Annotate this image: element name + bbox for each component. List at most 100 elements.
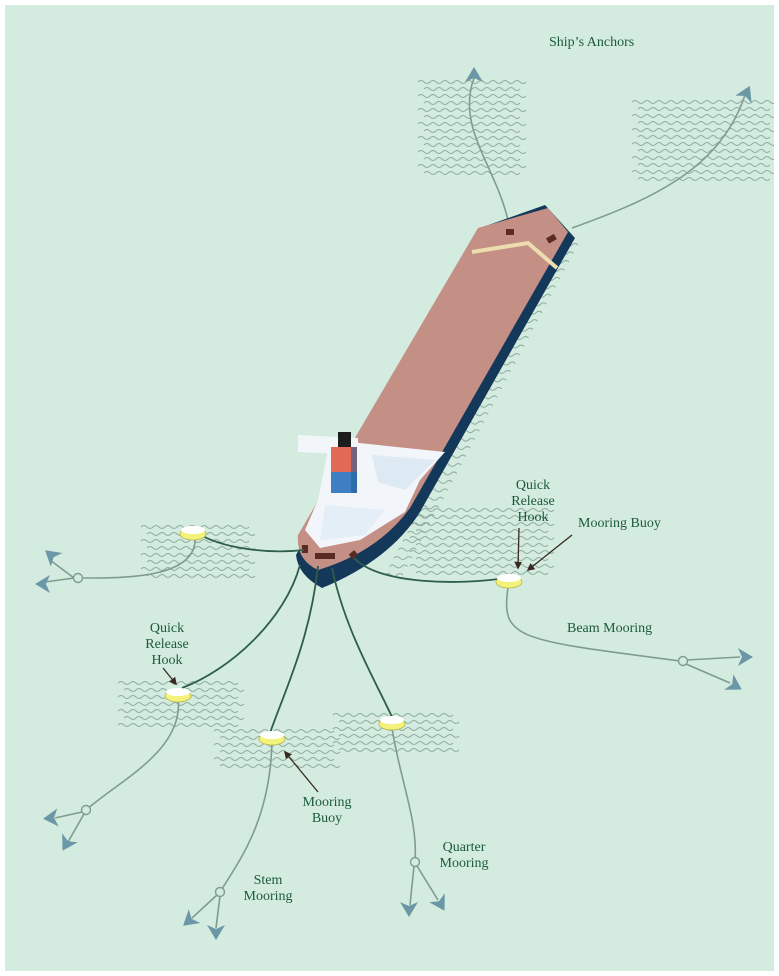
sea-background: [5, 5, 774, 971]
anchor-icon: [43, 808, 59, 827]
anchor-chain: [219, 741, 273, 893]
anchor-chain: [67, 813, 85, 843]
buoy-top: [260, 731, 284, 739]
anchor-chain: [44, 577, 75, 583]
anchor-chain: [85, 696, 180, 811]
label-line: Quarter: [442, 840, 486, 855]
anchor-chain: [215, 895, 221, 929]
pointer-arrow: [284, 750, 319, 793]
beam-mooring-label: Beam Mooring: [567, 621, 653, 636]
anchor-chain: [49, 559, 75, 579]
anchor-icon: [465, 67, 483, 82]
wave-line: [123, 702, 245, 706]
pointer-arrow: [526, 534, 573, 571]
wave-line: [409, 508, 555, 512]
wave-line: [117, 681, 239, 685]
wave-line: [423, 115, 521, 119]
anchor-fluke: [62, 833, 78, 851]
buoy-top: [166, 688, 190, 696]
anchor-fluke: [724, 674, 742, 690]
funnel-top: [338, 432, 351, 447]
pointer-arrow: [514, 527, 523, 570]
anchor-fluke: [400, 902, 418, 917]
wave-line: [415, 515, 549, 519]
label-line: Hook: [517, 510, 549, 525]
label-line: Release: [511, 494, 555, 509]
wave-line: [417, 136, 527, 140]
mooring-buoy-icon: [495, 574, 523, 589]
anchor-icon: [62, 833, 78, 851]
anchor-icon: [183, 909, 201, 926]
deck-house: [320, 505, 385, 540]
anchor-fluke: [738, 648, 753, 666]
anchor-shackle: [80, 804, 92, 816]
wave-line: [411, 522, 431, 527]
wave-line: [423, 171, 521, 175]
label-line: Release: [145, 637, 189, 652]
label-line: Quick: [149, 621, 185, 636]
bow-fitting: [506, 229, 514, 235]
anchor-chain: [416, 865, 439, 901]
wave-line: [415, 571, 549, 575]
anchor-fluke: [207, 925, 225, 940]
wave-line: [637, 107, 771, 111]
quarter-mooring-label: Quarter Mooring: [428, 840, 500, 872]
wave-line: [338, 734, 460, 738]
buoy-top: [380, 716, 404, 724]
mooring-buoy-label-bottom: Mooring Buoy: [291, 795, 363, 827]
mooring-buoy-icon: [164, 688, 192, 703]
anchor-icon: [724, 674, 742, 690]
wave-line: [423, 143, 521, 147]
mooring-hawser: [181, 564, 301, 689]
label-line: Hook: [151, 653, 183, 668]
wave-line: [332, 741, 454, 745]
mooring-hawser: [269, 565, 319, 734]
anchor-icon: [735, 85, 752, 104]
anchor-fluke: [183, 909, 201, 926]
wave-line: [409, 522, 555, 526]
wave-line: [417, 94, 527, 98]
wave-line: [123, 716, 245, 720]
anchor-chain: [77, 534, 196, 579]
wave-line: [140, 553, 250, 557]
wave-line: [393, 556, 413, 561]
wave-line: [417, 164, 527, 168]
wave-line: [631, 114, 774, 118]
label-line: Mooring: [439, 856, 489, 871]
anchor-icon: [45, 550, 63, 567]
wave-line: [213, 729, 335, 733]
anchors: [35, 67, 753, 940]
mooring-hawser: [353, 557, 507, 583]
wave-line: [631, 170, 774, 174]
anchor-icon: [207, 925, 225, 940]
mooring-buoy-icon: [378, 716, 406, 731]
wave-line: [637, 121, 771, 125]
anchor-chain: [571, 94, 746, 229]
anchor-shackle: [72, 572, 84, 584]
anchor-chain: [409, 865, 415, 906]
wave-line: [637, 177, 771, 181]
wave-line: [417, 108, 527, 112]
tanker-ship-icon: [296, 205, 575, 588]
funnel-shade: [351, 447, 357, 493]
wave-line: [423, 157, 521, 161]
quick-release-hook-label-right: Quick Release Hook: [497, 478, 569, 526]
wave-line: [631, 128, 774, 132]
anchor-chains: [44, 77, 746, 929]
label-line: Mooring: [243, 889, 293, 904]
wave-line: [423, 101, 521, 105]
wave-line: [117, 723, 239, 727]
wave-line: [389, 564, 408, 569]
anchor-chain: [191, 894, 218, 919]
wave-line: [425, 496, 444, 501]
wave-line: [415, 557, 549, 561]
anchor-fluke: [429, 893, 445, 911]
anchor-chain: [468, 77, 511, 231]
mooring-buoys: [164, 526, 523, 746]
anchor-chain: [505, 587, 681, 662]
wave-line: [409, 550, 555, 554]
wave-line: [637, 163, 771, 167]
anchor-shackle: [409, 856, 421, 868]
wave-line: [409, 536, 555, 540]
